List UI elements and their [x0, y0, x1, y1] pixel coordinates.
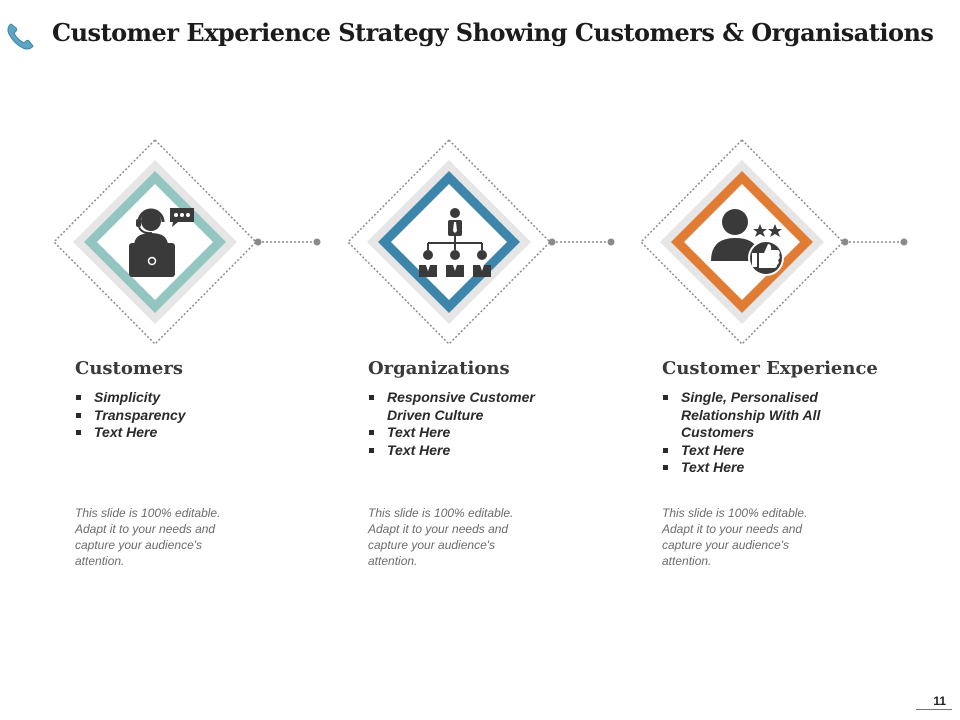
organizations-connector — [548, 238, 615, 246]
support-agent-laptop-icon — [129, 208, 194, 277]
customers-note: This slide is 100% editable. Adapt it to… — [75, 506, 221, 568]
bullet-item: Text Here — [368, 424, 568, 442]
customers-column: Customers Simplicity Transparency Text H… — [75, 358, 315, 442]
organizations-column: Organizations Responsive Customer Driven… — [368, 358, 608, 459]
customers-bullet-list: Simplicity Transparency Text Here — [75, 389, 315, 442]
customer-experience-note: This slide is 100% editable. Adapt it to… — [662, 506, 808, 568]
customer-experience-bullet-list: Single, Personalised Relationship With A… — [662, 389, 852, 477]
bullet-item: Simplicity — [75, 389, 315, 407]
bullet-item: Responsive Customer Driven Culture — [368, 389, 568, 424]
bullet-item: Single, Personalised Relationship With A… — [662, 389, 852, 442]
customers-heading: Customers — [75, 358, 183, 379]
bullet-item: Transparency — [75, 407, 315, 425]
organizations-heading: Organizations — [368, 358, 510, 379]
page-number-rule — [916, 709, 952, 710]
org-chart-icon — [419, 208, 491, 277]
customers-connector — [254, 238, 321, 246]
bullet-item: Text Here — [662, 442, 852, 460]
customer-experience-connector — [841, 238, 908, 246]
slide-title: Customer Experience Strategy Showing Cus… — [52, 18, 934, 47]
bullet-item: Text Here — [368, 442, 568, 460]
organizations-note: This slide is 100% editable. Adapt it to… — [368, 506, 514, 568]
organizations-bullet-list: Responsive Customer Driven Culture Text … — [368, 389, 568, 459]
phone-icon — [7, 23, 34, 50]
customer-rating-thumbs-up-icon — [711, 209, 784, 276]
page-number: 11 — [933, 694, 946, 708]
strategy-diagram — [52, 138, 908, 346]
customer-experience-column: Customer Experience Single, Personalised… — [662, 358, 902, 477]
bullet-item: Text Here — [662, 459, 852, 477]
bullet-item: Text Here — [75, 424, 315, 442]
customer-experience-heading: Customer Experience — [662, 358, 878, 379]
